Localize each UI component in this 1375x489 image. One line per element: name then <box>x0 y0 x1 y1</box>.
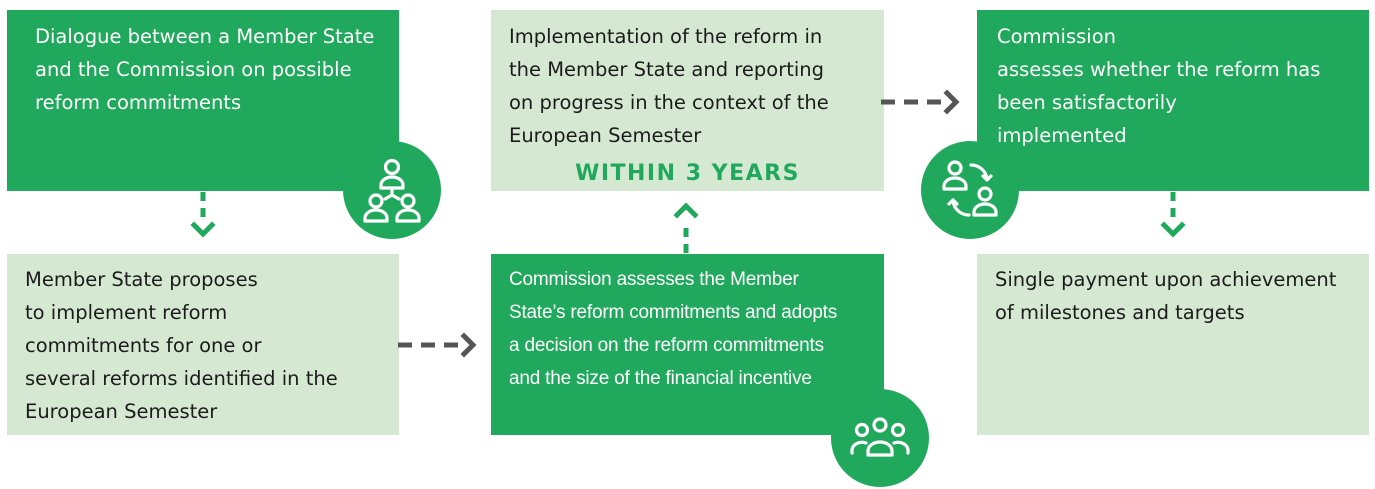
people-hierarchy-icon <box>363 158 421 223</box>
step-payment: Single payment upon achievement of miles… <box>977 254 1369 435</box>
assesses-commitments-icon-circle <box>831 389 929 487</box>
arrow-proposes-to-assesses <box>398 332 477 358</box>
arrow-assesses-to-implementation <box>673 202 699 254</box>
step-proposes: Member State proposes to implement refor… <box>7 254 399 435</box>
implementation-deadline: WITHIN 3 YEARS <box>575 161 800 186</box>
people-exchange-icon <box>942 160 998 217</box>
step-proposes-text: Member State proposes to implement refor… <box>25 268 338 423</box>
step-dialogue: Dialogue between a Member State and the … <box>7 10 399 191</box>
step-dialogue-text: Dialogue between a Member State and the … <box>35 25 375 114</box>
dialogue-icon-circle <box>343 141 441 239</box>
step-implementation: Implementation of the reform in the Memb… <box>491 10 884 191</box>
step-assesses-commitments: Commission assesses the Member State’s r… <box>491 254 884 435</box>
step-assesses-commitments-text: Commission assesses the Member State’s r… <box>509 269 838 389</box>
step-implementation-text: Implementation of the reform in the Memb… <box>509 25 829 147</box>
arrow-assessment-to-payment <box>1160 192 1186 238</box>
step-assesses-implementation-text: Commission assesses whether the reform h… <box>997 25 1321 147</box>
assesses-implementation-icon-circle <box>921 141 1019 239</box>
arrow-dialogue-to-proposes <box>190 192 216 238</box>
group-of-people-icon <box>850 417 910 457</box>
step-payment-text: Single payment upon achievement of miles… <box>995 268 1337 324</box>
arrow-implementation-to-assessment <box>881 89 960 115</box>
step-assesses-implementation: Commission assesses whether the reform h… <box>977 10 1369 191</box>
